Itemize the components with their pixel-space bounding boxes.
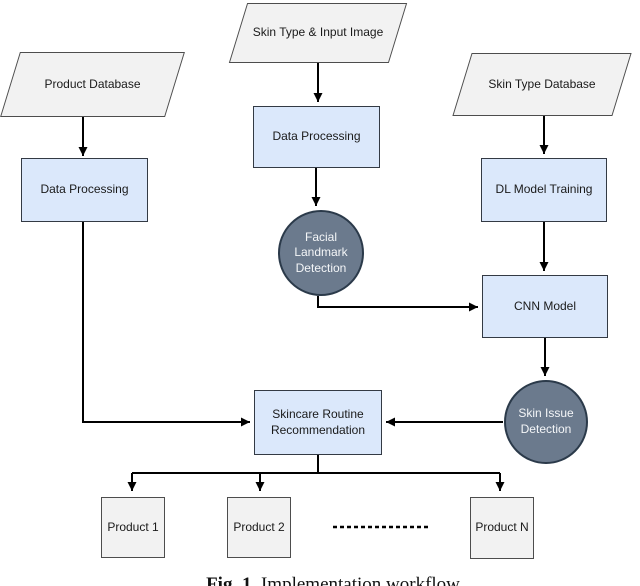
node-data-processing-left: Data Processing [21, 158, 148, 222]
edge-dataprocessing-skincare [82, 222, 250, 427]
node-skin-type-database: Skin Type Database [452, 53, 632, 116]
node-cnn-model: CNN Model [482, 275, 608, 338]
node-product-n: Product N [470, 497, 534, 559]
figure-caption-number: Fig. 1. [206, 574, 257, 586]
edge-facial-cnn [317, 296, 478, 312]
node-skin-type-input-image-label: Skin Type & Input Image [252, 25, 384, 40]
node-skin-issue-detection: Skin Issue Detection [504, 380, 588, 464]
node-skin-issue-detection-label: Skin Issue Detection [518, 406, 574, 436]
node-cnn-model-label: CNN Model [513, 298, 576, 313]
node-product-n-label: Product N [475, 520, 529, 535]
node-product-1-label: Product 1 [107, 519, 159, 534]
node-product-1: Product 1 [101, 497, 165, 558]
node-data-processing-left-label: Data Processing [40, 182, 129, 197]
node-skincare-routine-recommendation-label: Skincare Routine Recommendation [270, 406, 366, 437]
node-product-database-label: Product Database [44, 76, 141, 91]
node-dl-model-training-label: DL Model Training [495, 182, 593, 197]
node-product-database: Product Database [0, 52, 185, 117]
node-facial-landmark-detection-label: Facial Landmark Detection [294, 229, 348, 275]
node-product-2-label: Product 2 [233, 519, 285, 534]
node-skin-type-input-image: Skin Type & Input Image [228, 3, 408, 63]
node-product-2: Product 2 [227, 497, 291, 558]
node-skin-type-database-label: Skin Type Database [488, 76, 596, 91]
node-data-processing-center: Data Processing [253, 106, 380, 168]
node-facial-landmark-detection: Facial Landmark Detection [278, 210, 364, 296]
figure-caption: Fig. 1. Implementation workflow [13, 574, 640, 586]
node-dl-model-training: DL Model Training [481, 158, 607, 222]
figure-caption-text: Implementation workflow [260, 574, 460, 586]
node-skincare-routine-recommendation: Skincare Routine Recommendation [254, 390, 382, 455]
node-data-processing-center-label: Data Processing [272, 129, 361, 144]
